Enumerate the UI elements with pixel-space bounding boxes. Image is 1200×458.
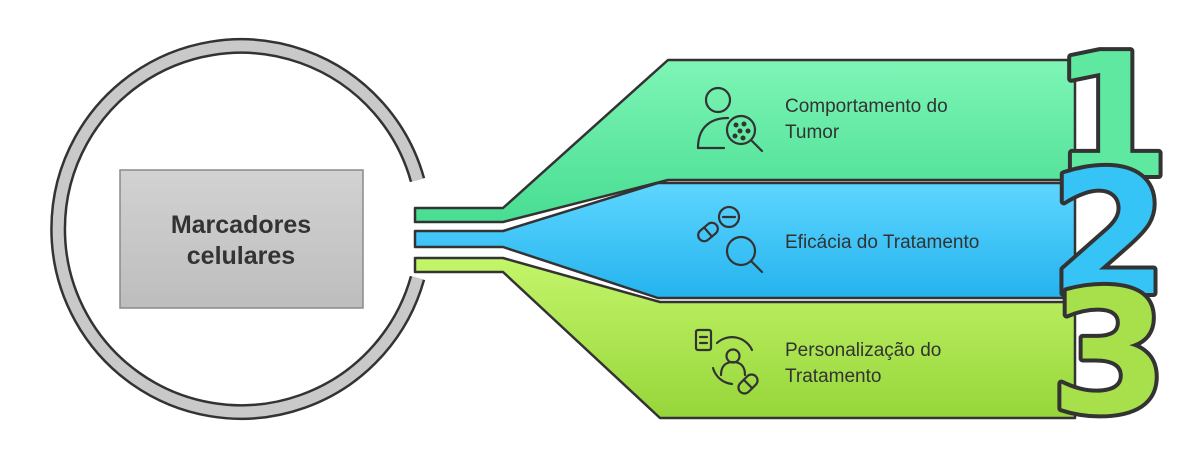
branch-2-label-line-1: Eficácia do Tratamento (785, 232, 979, 253)
branch-1-band (413, 58, 1077, 224)
branch-1-label-line-1: Comportamento do (785, 96, 948, 117)
center-title-line-1: Marcadores (171, 211, 311, 239)
branch-3-label-line-1: Personalização do (785, 340, 941, 361)
pills-magnifier-icon (697, 205, 764, 274)
branch-3-number: 3 (1050, 255, 1168, 453)
branch-1-number: 1 (1052, 18, 1170, 216)
center-ring (50, 38, 426, 420)
branch-2-number: 2 (1050, 136, 1168, 334)
branch-3-band (413, 256, 1077, 420)
person-document-pill-icon (694, 328, 759, 395)
branch-1-label-line-2: Tumor (785, 122, 840, 143)
center-box: Marcadores celulares (119, 169, 364, 309)
branch-1: 1 Comportamento do Tumor (413, 14, 1174, 224)
branch-2-band (413, 181, 1077, 300)
branch-3-label-line-2: Tratamento (785, 366, 881, 387)
center-title-line-2: celulares (187, 242, 295, 270)
branch-3: 3 Personalização do Tratamento (413, 251, 1172, 457)
person-cells-magnifier-icon (696, 86, 764, 153)
branch-2: 2 Eficácia do Tratamento (413, 132, 1172, 338)
